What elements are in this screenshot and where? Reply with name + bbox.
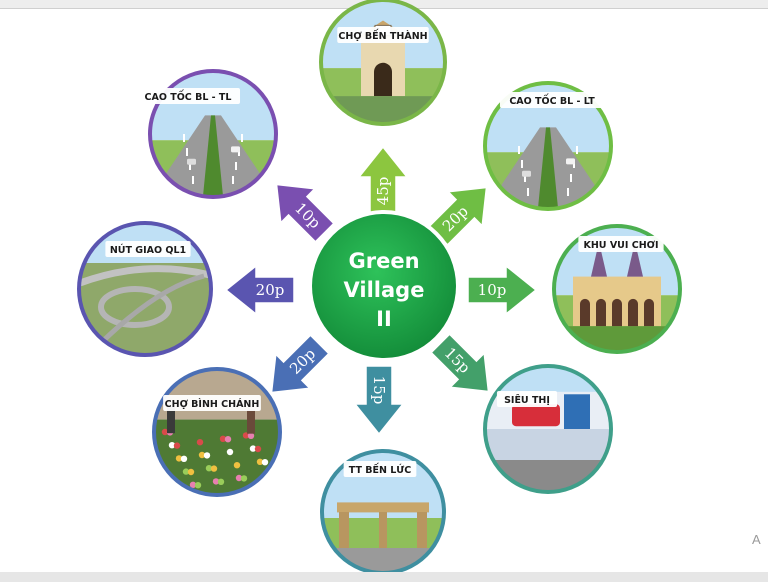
arrow-shape — [224, 264, 295, 316]
hub-title-line-2: Village — [344, 278, 425, 302]
photo-ring — [148, 69, 278, 199]
destination-ben-luc-center: TT BẾN LỨC — [320, 449, 446, 575]
destination-supermarket: SIÊU THỊ — [483, 364, 613, 494]
bottom-edge-strip — [0, 572, 768, 582]
arrow-shape — [357, 145, 409, 216]
destination-ben-thanh-market: CHỢ BẾN THÀNH — [319, 0, 447, 126]
destination-ql1-interchange: NÚT GIAO QL1 — [77, 221, 213, 357]
arrow-amusement-park: 10p — [467, 264, 538, 316]
photo-ring — [152, 367, 282, 497]
hub: Green Village II — [308, 210, 460, 362]
destination-label: SIÊU THỊ — [504, 394, 550, 406]
arrow-shape — [430, 333, 490, 393]
arrow-ql1-interchange: 20p — [224, 264, 295, 316]
corner-mark: A — [752, 532, 761, 547]
destination-label-bg — [105, 241, 191, 257]
photo-ring — [483, 364, 613, 494]
arrow-ben-luc-center: 15p — [353, 365, 405, 436]
destination-label: CHỢ BÌNH CHÁNH — [165, 398, 260, 410]
destination-label-bg — [343, 461, 417, 477]
destination-label: KHU VUI CHƠI — [584, 240, 659, 251]
hub-disc — [312, 214, 456, 358]
photo-ring — [319, 0, 447, 126]
travel-time-label: 15p — [370, 376, 388, 405]
photo-ring — [77, 221, 213, 357]
arrow-shape — [270, 334, 330, 394]
arrow-shape — [467, 264, 538, 316]
destination-label-bg — [163, 395, 261, 411]
travel-time-label: 45p — [374, 177, 392, 206]
arrow-supermarket: 15p — [430, 333, 490, 393]
travel-time-label: 20p — [256, 281, 285, 299]
arrow-shape — [428, 186, 488, 246]
destination-label-bg — [496, 391, 558, 407]
arrow-shape — [353, 365, 405, 436]
destination-expressway-bl-tl: CAO TỐC BL - TL — [135, 69, 278, 199]
photo-ring — [552, 224, 682, 354]
arrow-shape — [275, 183, 335, 243]
destination-binh-chanh-market: CHỢ BÌNH CHÁNH — [152, 367, 282, 497]
destination-label-bg — [578, 236, 664, 252]
arrow-ben-thanh-market: 45p — [357, 145, 409, 216]
destination-label: CAO TỐC BL - LT — [509, 94, 595, 107]
destination-label-bg — [337, 27, 429, 43]
destination-label: CAO TỐC BL - TL — [145, 90, 232, 103]
hub-title-line-1: Green — [348, 249, 419, 273]
destination-expressway-bl-lt: CAO TỐC BL - LT — [483, 81, 613, 211]
destination-label: CHỢ BẾN THÀNH — [338, 29, 427, 42]
destination-label: NÚT GIAO QL1 — [110, 244, 186, 256]
destination-label-bg — [135, 88, 241, 104]
destination-label: TT BẾN LỨC — [349, 463, 411, 476]
photo-ring — [483, 81, 613, 211]
destination-label-bg — [499, 92, 605, 108]
destination-amusement-park: KHU VUI CHƠI — [552, 224, 682, 354]
travel-time-label: 10p — [478, 281, 507, 299]
hub-title-line-3: II — [376, 307, 392, 331]
